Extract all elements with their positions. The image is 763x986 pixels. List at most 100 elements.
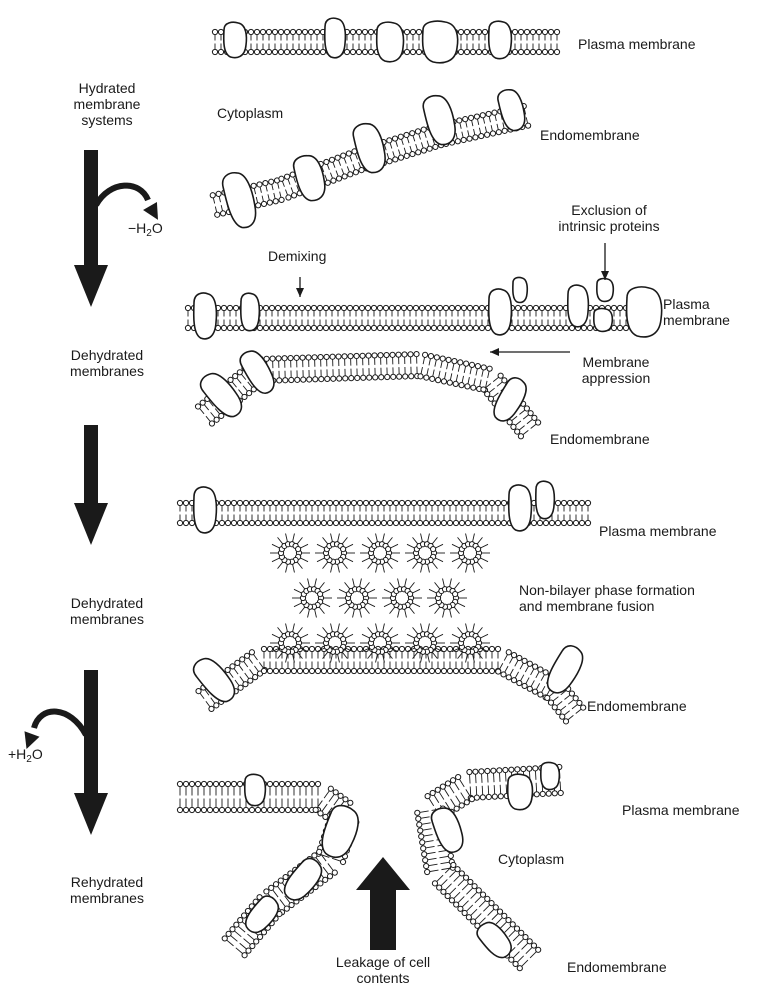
lipid-head bbox=[359, 305, 364, 310]
lipid-head bbox=[247, 391, 252, 396]
lipid-head bbox=[617, 325, 622, 330]
lipid-head bbox=[308, 49, 313, 54]
lipid-head bbox=[225, 520, 230, 525]
lipid-head bbox=[261, 807, 266, 812]
lipid-head bbox=[421, 127, 426, 132]
lipid-head bbox=[457, 118, 462, 123]
lipid-head bbox=[465, 500, 470, 505]
lipid-head bbox=[363, 520, 368, 525]
lipid-head bbox=[273, 807, 278, 812]
lipid-head bbox=[410, 49, 415, 54]
lipid-head bbox=[528, 411, 533, 416]
lipid-head bbox=[387, 159, 392, 164]
lipid-head bbox=[423, 858, 428, 863]
lipid-head bbox=[291, 807, 296, 812]
lipid-head bbox=[285, 520, 290, 525]
lipid-head bbox=[381, 520, 386, 525]
lipid-head bbox=[393, 520, 398, 525]
lipid-head bbox=[390, 352, 395, 357]
lipid-head bbox=[441, 379, 446, 384]
lipid-head bbox=[195, 781, 200, 786]
lipid-head bbox=[336, 176, 341, 181]
lipid-head bbox=[387, 138, 392, 143]
lipid-head bbox=[407, 305, 412, 310]
lipid-head bbox=[581, 705, 586, 710]
lipid-head bbox=[249, 500, 254, 505]
lipid-head bbox=[253, 675, 258, 680]
lipid-head bbox=[300, 355, 305, 360]
lipid-head bbox=[467, 769, 472, 774]
lipid-head bbox=[452, 359, 457, 364]
lipid-head bbox=[279, 668, 284, 673]
lipid-head bbox=[377, 325, 382, 330]
micelle-head bbox=[386, 546, 391, 551]
lipid-head bbox=[250, 943, 255, 948]
lipid-head bbox=[446, 357, 451, 362]
lipid-head bbox=[542, 29, 547, 34]
label-endomembrane-4: Endomembrane bbox=[567, 959, 667, 975]
lipid-head bbox=[539, 325, 544, 330]
lipid-head bbox=[424, 375, 429, 380]
protein-p1-d bbox=[423, 21, 458, 63]
lipid-head bbox=[333, 500, 338, 505]
lipid-head bbox=[219, 807, 224, 812]
lipid-head bbox=[617, 305, 622, 310]
lipid-head bbox=[495, 500, 500, 505]
lipid-head bbox=[545, 325, 550, 330]
lipid-head bbox=[272, 49, 277, 54]
lipid-head bbox=[411, 500, 416, 505]
lipid-head bbox=[429, 500, 434, 505]
label-plasma-membrane-4: Plasma membrane bbox=[622, 802, 740, 818]
lipid-head bbox=[391, 374, 396, 379]
lipid-head bbox=[482, 29, 487, 34]
arrow-shaft bbox=[84, 150, 98, 267]
lipid-head bbox=[506, 918, 511, 923]
lipid-head bbox=[225, 667, 230, 672]
lipid-head bbox=[538, 692, 543, 697]
lipid-head bbox=[377, 305, 382, 310]
lipid-head bbox=[246, 948, 251, 953]
lipid-head bbox=[282, 356, 287, 361]
lipid-head bbox=[485, 768, 490, 773]
lipid-head bbox=[480, 113, 485, 118]
lipid-head bbox=[489, 520, 494, 525]
lipid-head bbox=[225, 781, 230, 786]
lipid-head bbox=[577, 700, 582, 705]
lipid-head bbox=[347, 305, 352, 310]
lipid-head bbox=[536, 420, 541, 425]
lipid-head bbox=[267, 520, 272, 525]
lipid-head bbox=[261, 520, 266, 525]
lipid-head bbox=[183, 500, 188, 505]
lipid-head bbox=[254, 49, 259, 54]
lipid-head bbox=[488, 396, 493, 401]
lipid-head bbox=[351, 668, 356, 673]
lipid-head bbox=[209, 706, 214, 711]
lipid-head bbox=[363, 668, 368, 673]
label-cytoplasm-4: Cytoplasm bbox=[498, 851, 564, 867]
lipid-head bbox=[497, 909, 502, 914]
lipid-head bbox=[517, 966, 522, 971]
lipid-head bbox=[466, 915, 471, 920]
lipid-head bbox=[302, 29, 307, 34]
lipid-head bbox=[421, 846, 426, 851]
lipid-head bbox=[489, 901, 494, 906]
lipid-head bbox=[411, 668, 416, 673]
lipid-head bbox=[441, 520, 446, 525]
lipid-head bbox=[503, 767, 508, 772]
lipid-head bbox=[554, 29, 559, 34]
lipid-head bbox=[526, 123, 531, 128]
curve-arrow-body bbox=[96, 186, 148, 205]
lipid-head bbox=[477, 500, 482, 505]
protein-layer bbox=[189, 18, 661, 962]
lipid-head bbox=[501, 672, 506, 677]
lipid-head bbox=[492, 794, 497, 799]
lipid-head bbox=[483, 500, 488, 505]
lipid-head bbox=[473, 769, 478, 774]
lipid-head bbox=[375, 520, 380, 525]
label-demixing: Demixing bbox=[268, 248, 326, 264]
lipid-head bbox=[251, 183, 256, 188]
lipid-head bbox=[495, 520, 500, 525]
protein-p1-e bbox=[489, 21, 512, 58]
lipid-head bbox=[441, 889, 446, 894]
lipid-head bbox=[487, 366, 492, 371]
